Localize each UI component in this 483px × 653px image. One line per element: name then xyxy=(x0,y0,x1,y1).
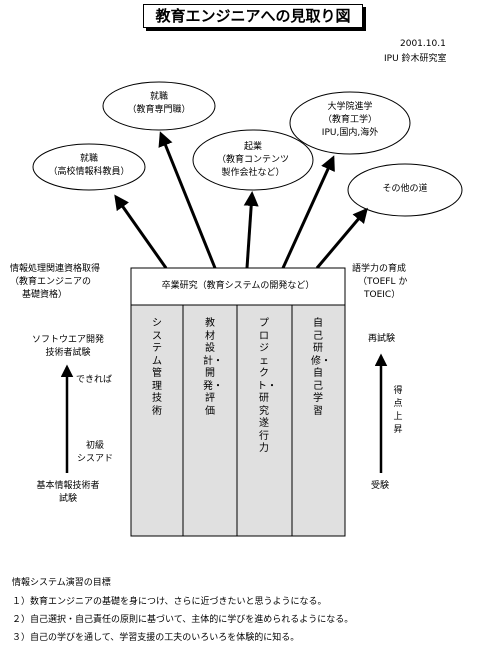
column-bg-4 xyxy=(291,304,346,537)
left-if-possible: できれば xyxy=(76,375,113,385)
left-qualification: 情報処理関連資格取得 （教育エンジニアの 基礎資格） xyxy=(10,264,101,300)
arrow-to-teacher xyxy=(114,194,168,269)
right-score-up: 得点上昇 xyxy=(393,386,403,435)
ellipse-grad-school-text: 大学院進学（教育工学）IPU,国内,海外 xyxy=(321,102,379,138)
goal-item-3: ３）自己の学びを通して、学習支援の工夫のいろいろを体験的に知る。 xyxy=(12,633,300,643)
main-box-header: 卒業研究（教育システムの開発など） xyxy=(161,281,315,291)
ellipse-other xyxy=(347,163,463,217)
column-system-management: システム管理技術 xyxy=(152,318,162,417)
column-self-study: 自己研修・自己学習 xyxy=(311,318,331,417)
ellipse-other-text: その他の道 xyxy=(382,184,428,194)
column-bg-3 xyxy=(236,304,293,537)
column-project-research: プロジェクト・研究遂行力 xyxy=(257,318,277,454)
goals-heading: 情報システム演習の目標 xyxy=(12,578,111,588)
goal-item-2: ２）自己選択・自己責任の原則に基づいて、主体的に学びを進められるようになる。 xyxy=(12,615,354,625)
lab-name: IPU 鈴木研究室 xyxy=(384,54,447,64)
ellipse-job-education-text: 就職（教育専門職） xyxy=(127,92,191,115)
ellipse-startup-text: 起業（教育コンテンツ製作会社など） xyxy=(216,142,289,178)
arrow-to-other xyxy=(315,207,368,269)
column-bg-2 xyxy=(182,304,238,537)
left-bottom-exam: 基本情報技術者試験 xyxy=(36,481,100,504)
right-language: 語学力の育成 （TOEFL か TOEIC） xyxy=(352,264,408,300)
arrow-to-education xyxy=(158,131,217,269)
left-elementary-sysad: 初級シスアド xyxy=(76,441,113,464)
column-bg-1 xyxy=(130,304,184,537)
right-take-exam: 受験 xyxy=(371,481,390,491)
page-title: 教育エンジニアへの見取り図 xyxy=(143,4,363,28)
ellipse-job-teacher-text: 就職（高校情報科教員） xyxy=(48,154,130,177)
ellipse-job-education xyxy=(102,81,216,131)
column-material-design: 教材設計・開発・評価 xyxy=(203,318,223,417)
arrow-to-startup xyxy=(243,191,259,269)
arrow-to-grad xyxy=(281,155,335,269)
left-top-exam: ソフトウエア開発技術者試験 xyxy=(31,335,104,358)
ellipse-grad-school xyxy=(289,91,411,155)
date: 2001.10.1 xyxy=(400,39,446,49)
goal-item-1: １）数育エンジニアの基礎を身につけ、さらに近づきたいと思うようになる。 xyxy=(12,597,327,607)
ellipse-job-teacher xyxy=(32,143,146,191)
right-retest: 再試験 xyxy=(368,334,396,344)
ellipse-startup xyxy=(192,129,314,191)
